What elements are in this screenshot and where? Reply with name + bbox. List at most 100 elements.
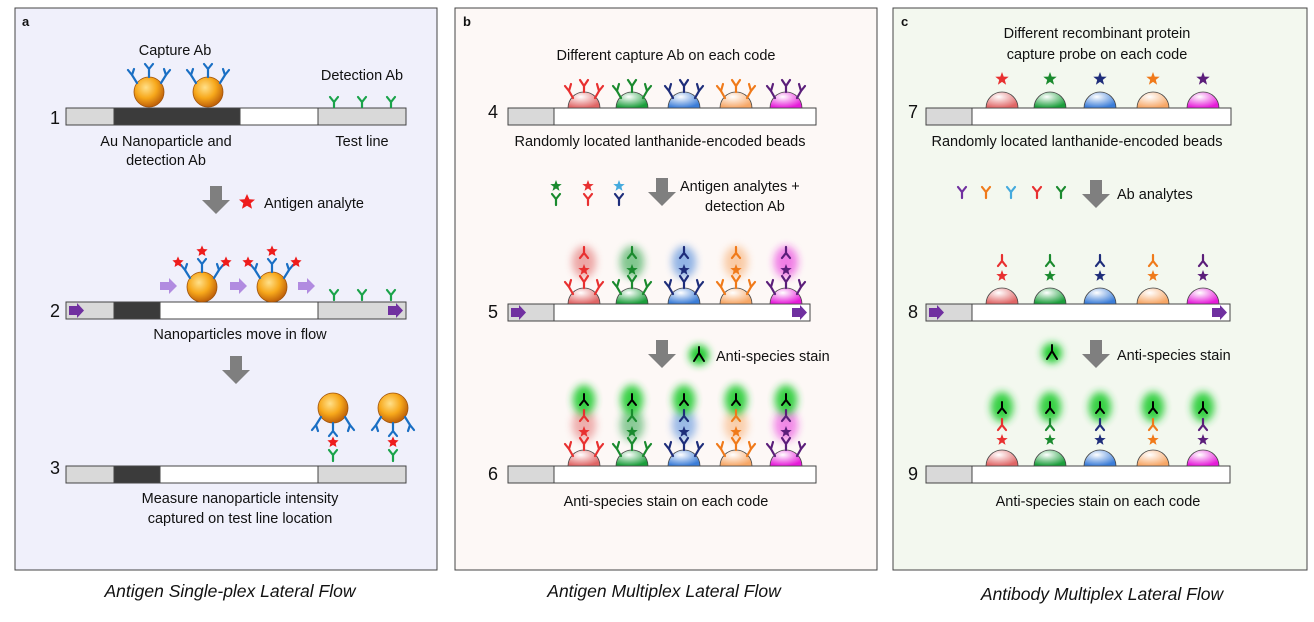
bead-icon	[985, 449, 1019, 467]
bead-icon	[1136, 91, 1170, 109]
panel-c-letter: c	[901, 14, 908, 29]
antigen-star-icon	[678, 264, 690, 275]
flow-arrow-icon	[511, 305, 526, 320]
nanoparticle-icon	[185, 62, 231, 108]
bead-icon	[1083, 287, 1117, 305]
step-8-number: 8	[908, 302, 918, 322]
down-arrow-icon	[648, 178, 676, 206]
step-6-label: Anti-species stain on each code	[564, 494, 769, 510]
anti-species-stain-icon	[1042, 343, 1062, 363]
panel-c-arrow2-label: Anti-species stain	[1117, 348, 1231, 364]
antibody-y-icon	[1094, 253, 1106, 268]
capture-antibodies	[611, 436, 653, 458]
antibody-y-icon	[678, 408, 690, 423]
antigen-star-icon	[730, 426, 742, 437]
strip-2	[65, 301, 407, 320]
bead-icon	[985, 287, 1019, 305]
strip-8	[925, 303, 1231, 322]
stain-glow	[774, 409, 798, 441]
panel-c-arrow1-label: Ab analytes	[1117, 187, 1193, 203]
antigen-star-icon	[1094, 270, 1106, 281]
step-3-number: 3	[50, 458, 60, 478]
bead-icon	[719, 287, 753, 305]
bead-row-6	[563, 385, 807, 467]
stain-glow	[724, 409, 748, 441]
antigen-star-icon	[780, 426, 792, 437]
detection-antibody-group	[328, 95, 397, 109]
capture-antibodies	[715, 78, 757, 100]
antigen-star-icon	[578, 264, 590, 275]
step-5-number: 5	[488, 302, 498, 322]
panel-c: c Different recombinant protein capture …	[892, 7, 1308, 571]
antigen-star-icon	[578, 426, 590, 437]
antibody-y-icon	[780, 408, 792, 423]
stain-glow	[572, 246, 596, 278]
antibody-y-icon	[1095, 401, 1105, 414]
antigen-star-icon	[1147, 270, 1159, 281]
strip-9	[925, 465, 1231, 484]
detection-ab-label: Detection Ab	[321, 68, 403, 84]
stain-glow	[620, 409, 644, 441]
antigen-star-icon	[1093, 72, 1107, 85]
antibody-y-icon	[1044, 253, 1056, 268]
antibody-y-icon	[731, 393, 741, 406]
bead-icon	[667, 449, 701, 467]
bead-icon	[1083, 449, 1117, 467]
antibody-y-icon	[328, 95, 340, 109]
antibody-y-icon	[327, 448, 339, 463]
antibody-y-icon	[385, 95, 397, 109]
antibody-y-icon	[385, 288, 397, 302]
panel-b-top-label: Different capture Ab on each code	[557, 48, 776, 64]
down-arrow-icon	[648, 340, 676, 368]
caption-c: Antibody Multiplex Lateral Flow	[980, 584, 1225, 604]
antibody-y-icon	[1044, 417, 1056, 432]
antibody-y-icon	[1045, 401, 1055, 414]
antibody-y-icon	[582, 192, 594, 207]
panel-b-arrow2-label: Anti-species stain	[716, 349, 830, 365]
panel-c-top-label-2: capture probe on each code	[1007, 47, 1188, 63]
panel-b-letter: b	[463, 14, 471, 29]
capture-antibodies	[563, 436, 605, 458]
capture-antibodies	[563, 78, 605, 100]
antigen-star-icon	[582, 180, 594, 191]
antibody-y-icon	[730, 245, 742, 260]
antibody-y-icon	[1055, 185, 1067, 200]
step-3-label-2: captured on test line location	[148, 511, 333, 527]
strip-5	[507, 303, 811, 322]
antigen-analytes-group	[550, 180, 625, 207]
strip-7	[925, 107, 1232, 126]
step-4-label: Randomly located lanthanide-encoded bead…	[514, 134, 805, 150]
antibody-y-icon	[626, 245, 638, 260]
antibody-y-icon	[356, 95, 368, 109]
bead-icon	[567, 449, 601, 467]
antibody-y-icon	[1147, 253, 1159, 268]
antibody-y-icon	[997, 401, 1007, 414]
step-9-label: Anti-species stain on each code	[996, 494, 1201, 510]
antigen-star-icon	[730, 264, 742, 275]
strip-3	[65, 465, 407, 484]
bead-icon	[719, 91, 753, 109]
antibody-y-icon	[1197, 253, 1209, 268]
antigen-star-icon	[1044, 434, 1056, 445]
antigen-star-icon	[1094, 434, 1106, 445]
antibody-y-icon	[956, 185, 968, 200]
antibody-y-icon	[613, 192, 625, 207]
bead-icon	[769, 449, 803, 467]
bead-icon	[1136, 287, 1170, 305]
flow-arrow-icon	[160, 278, 315, 294]
antigen-star-icon	[626, 426, 638, 437]
antibody-y-icon	[730, 408, 742, 423]
antigen-star-icon	[996, 270, 1008, 281]
stain-glow	[672, 409, 696, 441]
step-3-label-1: Measure nanoparticle intensity	[142, 491, 339, 507]
antigen-star-icon	[239, 194, 255, 209]
antibody-y-icon	[387, 448, 399, 463]
bead-icon	[769, 287, 803, 305]
antigen-star-icon	[996, 434, 1008, 445]
antigen-star-icon	[678, 426, 690, 437]
bead-icon	[769, 91, 803, 109]
panel-c-top-label-1: Different recombinant protein	[1004, 26, 1191, 42]
bead-icon	[1186, 287, 1220, 305]
bead-icon	[615, 287, 649, 305]
down-arrow-icon	[1082, 340, 1110, 368]
